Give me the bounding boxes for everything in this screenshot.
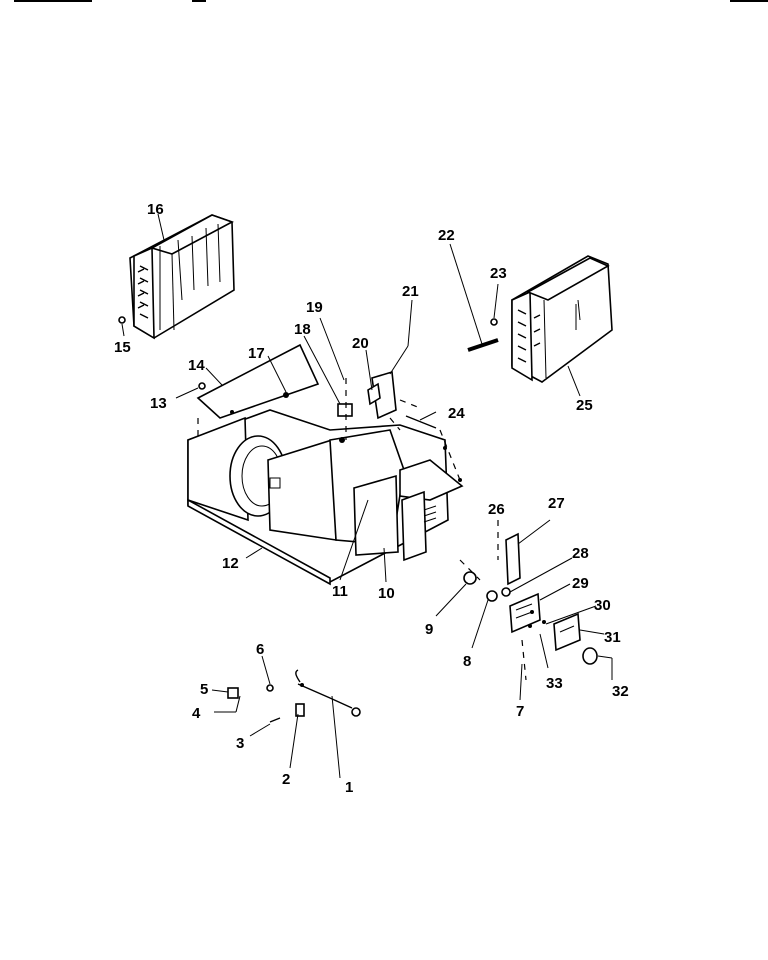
- label-part-25: 25: [576, 397, 593, 414]
- rod-part-22: [467, 338, 499, 352]
- label-part-17: 17: [248, 345, 265, 362]
- label-part-29: 29: [572, 575, 589, 592]
- label-part-27: 27: [548, 495, 565, 512]
- screw-part-3: [269, 717, 281, 723]
- label-part-10: 10: [378, 585, 395, 602]
- label-part-22: 22: [438, 227, 455, 244]
- label-part-1: 1: [345, 779, 353, 796]
- label-part-13: 13: [150, 395, 167, 412]
- strain-relief-part-2: [295, 703, 305, 717]
- label-part-6: 6: [256, 641, 264, 658]
- label-part-8: 8: [463, 653, 471, 670]
- rod-part-24: [405, 415, 437, 429]
- assembly-dash-lines: [197, 378, 527, 681]
- evaporator-coil-part-25: [511, 255, 613, 383]
- label-part-4: 4: [192, 705, 201, 722]
- label-part-3: 3: [236, 735, 244, 752]
- label-part-20: 20: [352, 335, 369, 352]
- screw-part-23: [490, 318, 498, 326]
- label-part-9: 9: [425, 621, 433, 638]
- label-part-28: 28: [572, 545, 589, 562]
- label-part-16: 16: [147, 201, 164, 218]
- label-part-18: 18: [294, 321, 311, 338]
- leader-lines: [121, 213, 613, 779]
- power-cord-part-1: [295, 669, 361, 717]
- condenser-coil-part-16: [129, 214, 235, 340]
- screw-part-13: [198, 382, 206, 390]
- label-part-32: 32: [612, 683, 629, 700]
- label-part-14: 14: [188, 357, 205, 374]
- bracket-part-27: [505, 532, 521, 586]
- label-part-33: 33: [546, 675, 563, 692]
- label-part-21: 21: [402, 283, 419, 300]
- label-part-11: 11: [332, 583, 348, 600]
- screw-part-15: [118, 316, 126, 324]
- part-labels: 1 2 3 4 5 6 7 8 9 10 11 12 13 14 15 16 1…: [114, 201, 629, 796]
- label-part-12: 12: [222, 555, 239, 572]
- bracket-part-20: [367, 382, 381, 406]
- label-part-26: 26: [488, 501, 505, 518]
- label-part-5: 5: [200, 681, 208, 698]
- clamp-part-5: [227, 687, 239, 699]
- clip-part-18: [337, 403, 353, 417]
- control-assembly: [463, 571, 598, 665]
- label-part-7: 7: [516, 703, 524, 720]
- top-cover-part-14: [196, 343, 320, 419]
- label-part-30: 30: [594, 597, 611, 614]
- label-part-2: 2: [282, 771, 290, 788]
- label-part-19: 19: [306, 299, 323, 316]
- screw-part-6: [266, 684, 274, 692]
- label-part-31: 31: [604, 629, 621, 646]
- label-part-24: 24: [448, 405, 465, 422]
- cabinet-base-part-12: [187, 409, 464, 586]
- label-part-23: 23: [490, 265, 507, 282]
- label-part-15: 15: [114, 339, 131, 356]
